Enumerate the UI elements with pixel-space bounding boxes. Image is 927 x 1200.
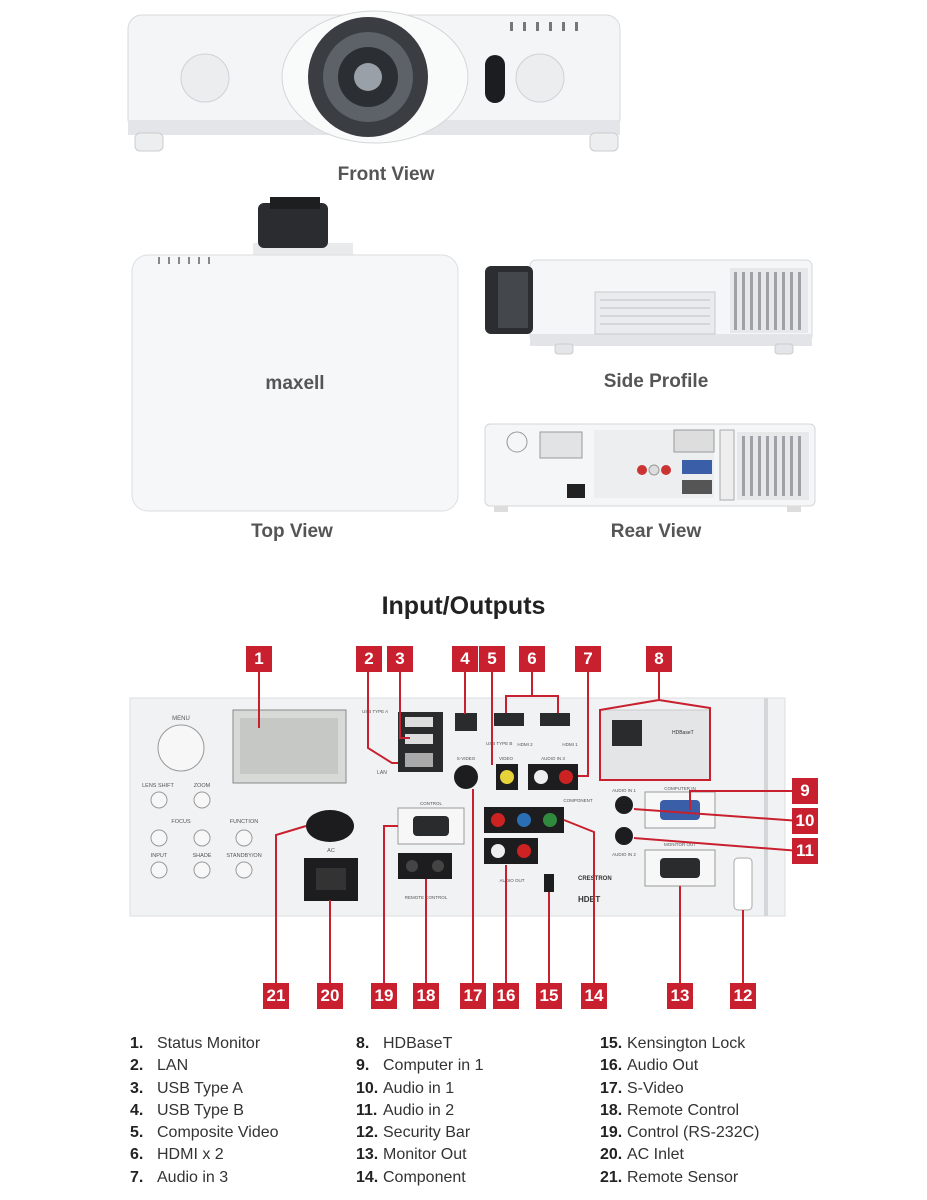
callout-7: 7 bbox=[575, 646, 601, 672]
function-label: FUNCTION bbox=[230, 819, 258, 825]
connector-panel: MENU LENS SHIFT ZOOM FOCUS FUNCTION INPU… bbox=[129, 671, 801, 983]
legend-item: 15.Kensington Lock bbox=[600, 1035, 746, 1052]
legend-item: 14.Component bbox=[356, 1168, 466, 1186]
menu-label: MENU bbox=[172, 716, 190, 722]
callout-3: 3 bbox=[387, 646, 413, 672]
legend-item: 6.HDMI x 2 bbox=[130, 1146, 224, 1164]
zoom-label: ZOOM bbox=[194, 783, 211, 789]
front-view-caption: Front View bbox=[337, 164, 435, 185]
usb-type-b-label: USB TYPE B bbox=[486, 741, 512, 746]
front-view-illustration bbox=[127, 10, 621, 152]
legend-item: 9.Computer in 1 bbox=[356, 1057, 484, 1075]
callout-17: 17 bbox=[460, 983, 486, 1009]
callout-5: 5 bbox=[479, 646, 505, 672]
audio-in2-label: AUDIO IN 2 bbox=[612, 852, 636, 857]
lan-label: LAN bbox=[377, 770, 387, 776]
legend-item: 13.Monitor Out bbox=[356, 1146, 467, 1164]
audio-in3-label: AUDIO IN 3 bbox=[541, 756, 565, 761]
callout-12: 12 bbox=[730, 983, 756, 1009]
svideo-label: S-VIDEO bbox=[457, 756, 476, 761]
audio-out-label: AUDIO OUT bbox=[499, 878, 524, 883]
legend-column-1: 1.Status Monitor 2.LAN 3.USB Type A 4.US… bbox=[130, 1033, 279, 1189]
callout-6: 6 bbox=[519, 646, 545, 672]
legend-column-2: 8.HDBaseT 9.Computer in 1 10.Audio in 1 … bbox=[356, 1033, 484, 1189]
callout-11: 11 bbox=[792, 838, 818, 864]
ac-label: AC bbox=[327, 848, 335, 854]
legend-item: 20.AC Inlet bbox=[600, 1146, 684, 1164]
side-profile-caption: Side Profile bbox=[603, 371, 709, 392]
top-view-illustration bbox=[131, 197, 459, 512]
callout-20: 20 bbox=[317, 983, 343, 1009]
callout-21: 21 bbox=[263, 983, 289, 1009]
callout-8: 8 bbox=[646, 646, 672, 672]
callout-4: 4 bbox=[452, 646, 478, 672]
legend-item: 4.USB Type B bbox=[130, 1101, 244, 1119]
callout-14: 14 bbox=[581, 983, 607, 1009]
legend-item: 5.Composite Video bbox=[130, 1124, 279, 1142]
callout-9: 9 bbox=[792, 778, 818, 804]
audio-in1-label: AUDIO IN 1 bbox=[612, 788, 636, 793]
computer-in-label: COMPUTER IN bbox=[664, 786, 696, 791]
callout-2: 2 bbox=[356, 646, 382, 672]
standby-label: STANDBY/ON bbox=[226, 853, 261, 859]
legend-column-3: 15.Kensington Lock 16.Audio Out 17.S-Vid… bbox=[600, 1033, 759, 1189]
callout-19: 19 bbox=[371, 983, 397, 1009]
legend-item: 11.Audio in 2 bbox=[356, 1101, 455, 1119]
callout-15: 15 bbox=[536, 983, 562, 1009]
callout-16: 16 bbox=[493, 983, 519, 1009]
hdbaset-label: HDBaseT bbox=[672, 730, 694, 736]
legend-item: 18.Remote Control bbox=[600, 1101, 740, 1119]
legend-item: 7.Audio in 3 bbox=[130, 1168, 229, 1186]
rear-view-caption: Rear View bbox=[610, 521, 702, 542]
legend-item: 21.Remote Sensor bbox=[600, 1168, 739, 1186]
hdmi2-label: HDMI 2 bbox=[517, 742, 533, 747]
legend-item: 12.Security Bar bbox=[356, 1124, 471, 1142]
callout-1: 1 bbox=[246, 646, 272, 672]
hdmi1-label: HDMI 1 bbox=[562, 742, 578, 747]
usb-type-a-label: USB TYPE A bbox=[362, 709, 388, 714]
input-label: INPUT bbox=[151, 853, 168, 859]
lens-shift-label: LENS SHIFT bbox=[142, 783, 174, 789]
side-profile-illustration bbox=[485, 259, 813, 355]
section-title: Input/Outputs bbox=[381, 592, 546, 620]
hdbt-label: HDBT bbox=[578, 895, 600, 904]
legend-item: 1.Status Monitor bbox=[130, 1035, 261, 1052]
callout-10: 10 bbox=[792, 808, 818, 834]
legend-item: 17.S-Video bbox=[600, 1079, 684, 1097]
legend-item: 19.Control (RS-232C) bbox=[600, 1124, 760, 1142]
control-label: CONTROL bbox=[420, 801, 442, 806]
legend-item: 2.LAN bbox=[130, 1057, 189, 1075]
callout-18: 18 bbox=[413, 983, 439, 1009]
component-label: COMPONENT bbox=[563, 798, 593, 803]
legend-item: 10.Audio in 1 bbox=[356, 1079, 455, 1097]
video-label: VIDEO bbox=[499, 756, 514, 761]
legend-item: 8.HDBaseT bbox=[356, 1035, 453, 1052]
legend-item: 3.USB Type A bbox=[130, 1079, 243, 1097]
callout-13: 13 bbox=[667, 983, 693, 1009]
focus-label: FOCUS bbox=[171, 819, 191, 825]
monitor-out-label: MONITOR OUT bbox=[664, 842, 696, 847]
top-view-caption: Top View bbox=[251, 521, 333, 542]
shade-label: SHADE bbox=[193, 853, 212, 859]
brand-logo: maxell bbox=[265, 373, 325, 394]
legend-item: 16.Audio Out bbox=[600, 1057, 699, 1075]
rear-view-illustration bbox=[484, 423, 816, 512]
